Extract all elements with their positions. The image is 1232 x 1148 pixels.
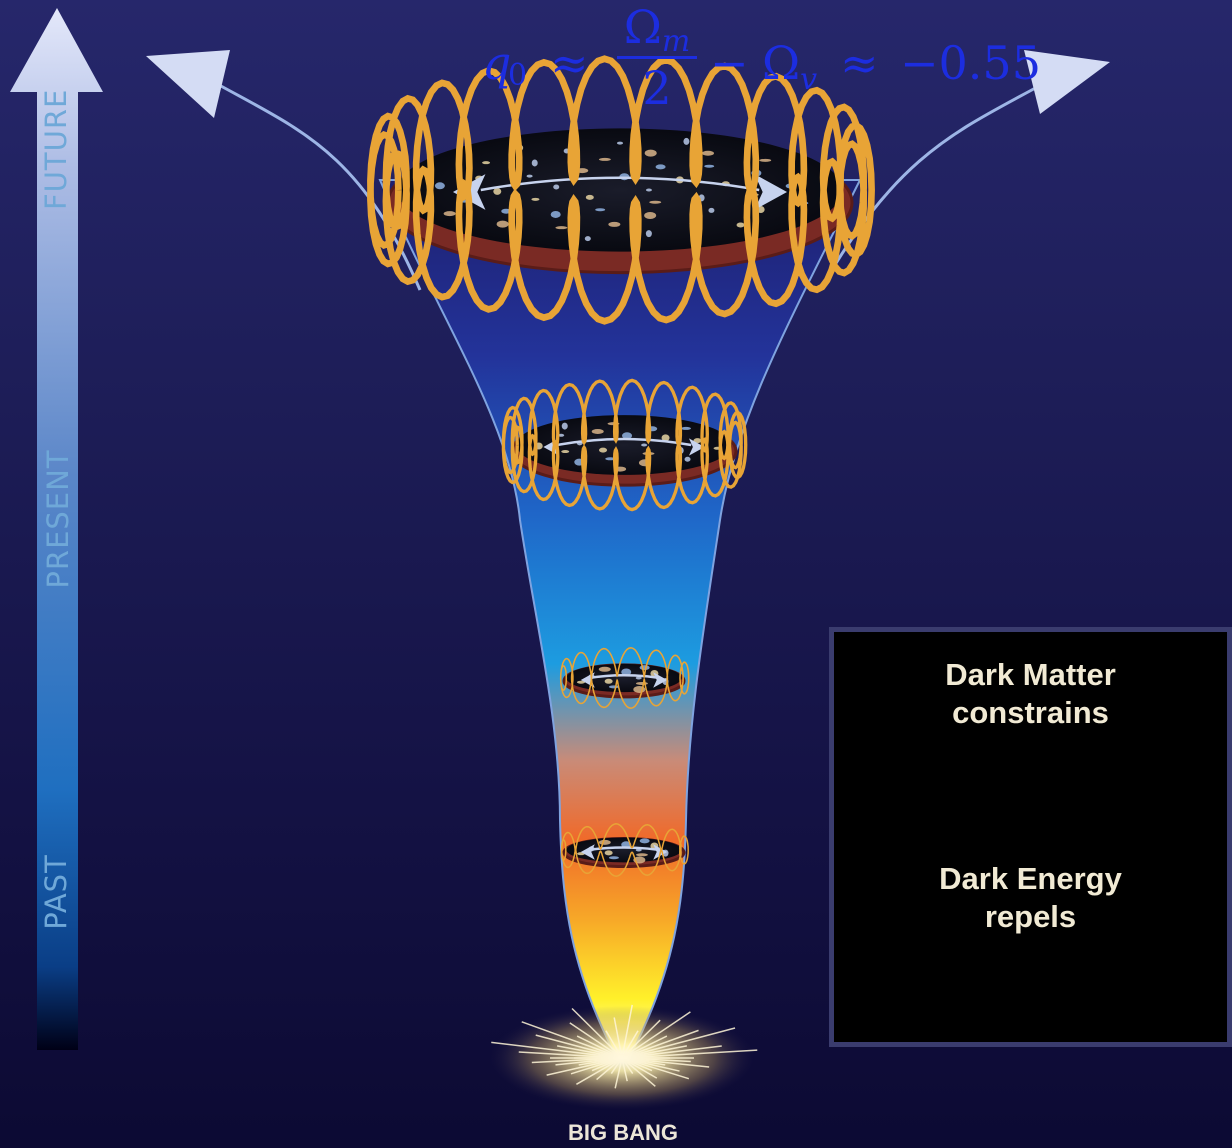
future-disk-right-arrow [754,174,788,210]
present-disk-right-arrow [688,438,705,456]
future-disk-spring [367,55,875,325]
fraction: Ωm 2 [617,0,697,115]
present-label: PRESENT [41,449,75,589]
approx-sign-2: ≈ [840,36,879,90]
q-symbol: q [482,36,512,90]
early-disk [559,647,690,709]
dark-matter-title: Dark Matter constrains [945,657,1116,730]
present-disk-spring [501,378,748,512]
earliest-disk-spring [560,823,689,877]
early-disk-right-arrow [653,672,668,688]
big-bang-label: BIG BANG [568,1120,678,1145]
future-disk [367,55,875,325]
right-expansion-arrowhead [1024,50,1110,114]
numerator: Ωm [623,0,691,59]
formula-value: −0.55 [900,36,1041,90]
q-subscript: 0 [508,58,528,93]
deceleration-formula: q 0 ≈ Ωm 2 − Ωv ≈ −0.55 [482,0,1202,118]
early-disk-galaxies [566,663,682,693]
big-bang-rays [491,1004,758,1089]
fraction-bar [617,56,697,59]
approx-sign-1: ≈ [550,36,589,90]
early-disk-spring [559,647,690,709]
future-label: FUTURE [39,88,73,210]
earliest-disk [560,823,689,877]
earliest-disk-left-arrow [580,844,595,860]
left-expansion-arrowhead [146,50,230,118]
past-label: PAST [39,854,73,930]
dark-energy-title: Dark Energy repels [939,861,1122,934]
omega-v: Ωv [762,36,818,97]
legend-panel: Dark Matter constrains Dark Energy repel… [829,627,1232,1047]
denominator: 2 [642,61,672,115]
time-axis [10,8,103,1050]
present-disk [501,378,748,512]
minus-sign: − [710,36,749,90]
expansion-trajectory [146,50,1110,291]
time-axis-arrow [10,8,103,1050]
